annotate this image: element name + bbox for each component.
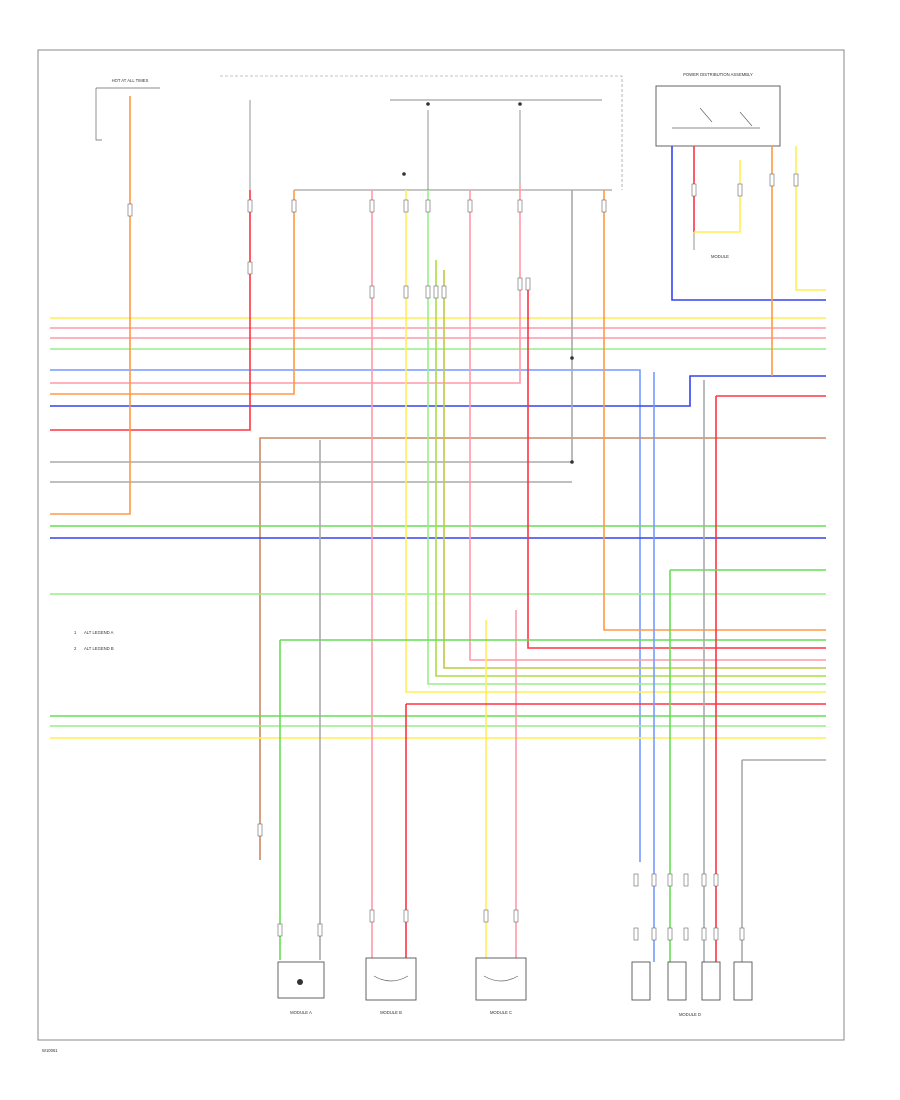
right-sub-module: MODULE bbox=[693, 232, 729, 259]
legend-item-2-mark: 2 bbox=[74, 646, 77, 651]
connector-pin-35 bbox=[317, 923, 323, 937]
connector-pin-37 bbox=[691, 183, 697, 197]
connector-pin-10 bbox=[369, 285, 375, 299]
connector-pin-6 bbox=[425, 199, 431, 213]
top-right-module-title: POWER DISTRIBUTION ASSEMBLY bbox=[683, 72, 753, 77]
connector-pin-38 bbox=[737, 183, 743, 197]
connector-pin-41 bbox=[257, 823, 263, 837]
connector-pin-23 bbox=[633, 927, 639, 941]
splice-dot-1 bbox=[570, 356, 574, 360]
splice-dot-4 bbox=[426, 102, 430, 106]
wire-olive-24 bbox=[443, 270, 826, 669]
legend-item-1-text: ALT LEGEND A bbox=[84, 630, 114, 635]
wire-yellow-39 bbox=[795, 146, 826, 291]
connector-pin-32 bbox=[483, 909, 489, 923]
connector-pin-1 bbox=[247, 199, 253, 213]
wire-brown-10 bbox=[259, 437, 826, 860]
bottom-module-4: MODULE D bbox=[631, 961, 753, 1017]
connector-pin-28 bbox=[713, 927, 719, 941]
splice-dot-2 bbox=[570, 460, 574, 464]
legend: 1 ALT LEGEND A 2 ALT LEGEND B bbox=[74, 630, 114, 651]
connector-pin-7 bbox=[467, 199, 473, 213]
bottom-module-3: MODULE C bbox=[475, 957, 527, 1015]
connector-pin-20 bbox=[683, 873, 689, 887]
bottom-module-1-title: MODULE A bbox=[290, 1010, 312, 1015]
top-right-switch-1 bbox=[699, 107, 713, 123]
wire-red-26 bbox=[527, 280, 826, 649]
wire-lime-23 bbox=[435, 260, 826, 677]
wire-light_green-22 bbox=[427, 190, 826, 685]
wire-pink-6 bbox=[50, 186, 521, 384]
connector-pin-13 bbox=[433, 285, 439, 299]
connector-pin-39 bbox=[769, 173, 775, 187]
connector-pin-33 bbox=[513, 909, 519, 923]
connector-pin-15 bbox=[517, 277, 523, 291]
connector-pin-14 bbox=[441, 285, 447, 299]
wire-orange-7 bbox=[50, 190, 295, 395]
connector-pin-18 bbox=[651, 873, 657, 887]
connector-pin-34 bbox=[277, 923, 283, 937]
connector-pin-29 bbox=[739, 927, 745, 941]
bottom-module-2: MODULE B bbox=[365, 957, 417, 1015]
connector-pin-4 bbox=[369, 199, 375, 213]
wire-light_blue-5 bbox=[50, 369, 641, 862]
connector-pin-22 bbox=[713, 873, 719, 887]
top-left-module: HOT AT ALL TIMES bbox=[95, 78, 160, 141]
wire-blue-35 bbox=[671, 146, 826, 301]
top-bus-dashed bbox=[220, 75, 623, 190]
connector-pin-11 bbox=[403, 285, 409, 299]
wire-gray-11 bbox=[50, 190, 573, 463]
splice-dot-3 bbox=[402, 172, 406, 176]
bottom-module-4-title: MODULE D bbox=[679, 1012, 701, 1017]
wire-blue-8 bbox=[50, 375, 826, 407]
connector-pin-5 bbox=[403, 199, 409, 213]
connector-pin-2 bbox=[247, 261, 253, 275]
connector-pin-25 bbox=[667, 927, 673, 941]
connector-pin-21 bbox=[701, 873, 707, 887]
bottom-module-2-title: MODULE B bbox=[380, 1010, 402, 1015]
connector-pin-17 bbox=[633, 873, 639, 887]
page-code: W10061 bbox=[42, 1048, 58, 1053]
wire-pink-25 bbox=[469, 190, 826, 661]
wire-orange-27 bbox=[603, 190, 826, 631]
connector-pin-12 bbox=[425, 285, 431, 299]
connector-pin-27 bbox=[701, 927, 707, 941]
connector-pin-30 bbox=[369, 909, 375, 923]
top-right-switch-2 bbox=[739, 111, 753, 127]
connector-pin-9 bbox=[601, 199, 607, 213]
connector-pin-19 bbox=[667, 873, 673, 887]
top-right-module: POWER DISTRIBUTION ASSEMBLY bbox=[655, 72, 781, 147]
connector-pin-26 bbox=[683, 927, 689, 941]
top-left-module-title: HOT AT ALL TIMES bbox=[112, 78, 149, 83]
connector-pin-31 bbox=[403, 909, 409, 923]
wire-yellow-37 bbox=[694, 160, 741, 233]
connector-pin-40 bbox=[793, 173, 799, 187]
connector-pin-16 bbox=[525, 277, 531, 291]
wire-yellow-21 bbox=[405, 190, 826, 693]
connector-pin-24 bbox=[651, 927, 657, 941]
legend-item-2-text: ALT LEGEND B bbox=[84, 646, 114, 651]
bottom-module-1: MODULE A bbox=[277, 961, 325, 1015]
diagram-frame bbox=[37, 49, 845, 1041]
connector-pin-8 bbox=[517, 199, 523, 213]
splice-dot-5 bbox=[518, 102, 522, 106]
bottom-module-3-title: MODULE C bbox=[490, 1010, 512, 1015]
connector-pin-36 bbox=[127, 203, 133, 217]
wire-orange-13 bbox=[50, 96, 131, 515]
right-sub-module-title: MODULE bbox=[711, 254, 729, 259]
legend-item-1-mark: 1 bbox=[74, 630, 77, 635]
connector-pin-3 bbox=[291, 199, 297, 213]
